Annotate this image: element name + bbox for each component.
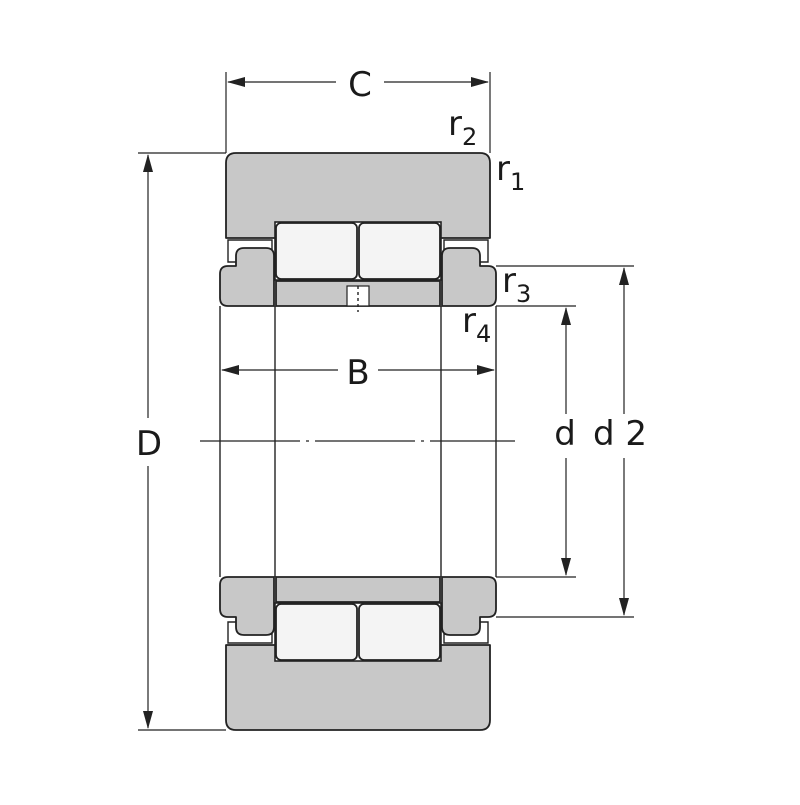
roller-top-right bbox=[358, 222, 441, 280]
roller-bottom-right bbox=[358, 603, 441, 661]
side-ring-top-left bbox=[219, 247, 275, 307]
inner-ring-bottom bbox=[275, 576, 441, 603]
label-r1: r1 bbox=[496, 149, 525, 196]
label-C: C bbox=[348, 65, 372, 105]
outer-ring-top bbox=[225, 152, 491, 239]
label-r3: r3 bbox=[502, 261, 531, 308]
label-d2: d 2 bbox=[593, 414, 647, 454]
roller-bottom-left bbox=[275, 603, 358, 661]
label-r2: r2 bbox=[448, 104, 477, 151]
label-D: D bbox=[136, 424, 162, 464]
side-ring-bottom-left bbox=[219, 576, 275, 636]
side-ring-bottom-right bbox=[441, 576, 497, 636]
label-r4: r4 bbox=[462, 301, 491, 348]
outer-ring-bottom bbox=[225, 644, 491, 731]
side-ring-top-right bbox=[441, 247, 497, 307]
label-d: d bbox=[554, 414, 576, 454]
label-B: B bbox=[346, 353, 369, 393]
roller-top-left bbox=[275, 222, 358, 280]
